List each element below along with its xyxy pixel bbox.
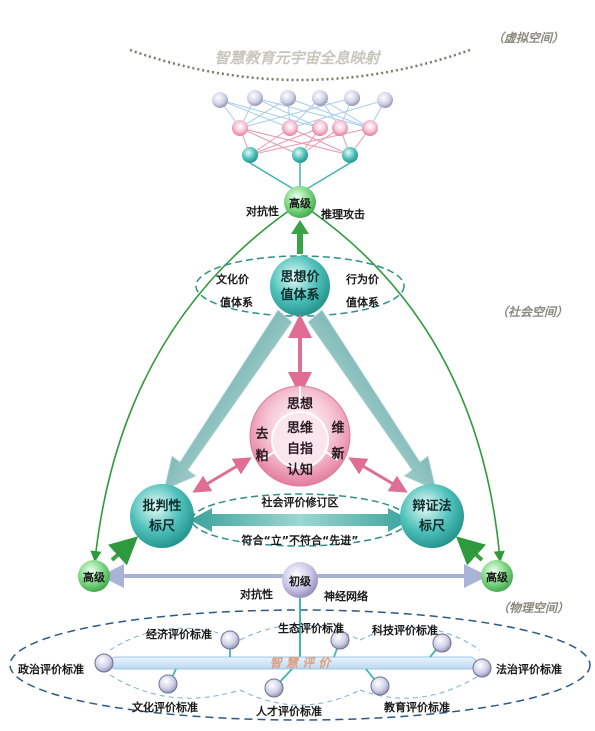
core-inner-line2: 自指 [287,441,313,457]
virtual-space-arc [129,48,471,82]
virtual-space-label: （虚拟空间） [492,31,564,45]
pink-arrow-right [348,457,408,493]
behavior-value-line2: 值体系 [346,295,379,309]
education-standard-label: 教育评价标准 [383,700,450,714]
core-left-line2: 粕 [255,448,268,464]
ideology-value-node [270,256,330,316]
dialectic-scale-node [400,484,464,548]
top-left-label: 对抗性 [246,204,279,218]
primary-level-label: 初级 [289,574,312,588]
green-arrow-right [455,536,486,566]
education-standard-node [370,676,390,696]
bottom-neural-label: 神经网络 [324,589,368,603]
political-standard-label: 政治评价标准 [18,662,84,676]
smart-evaluation-label: 智 慧 评 价 [270,656,333,670]
legal-standard-label: 法治评价标准 [496,662,562,676]
banner-title: 智慧教育元宇宙全息映射 [214,49,382,67]
core-right-line2: 新 [331,446,344,462]
cultural-standard-label: 文化评价标准 [132,700,198,714]
bottom-left-advanced-label: 高级 [83,570,106,584]
top-advanced-label: 高级 [289,196,312,210]
legal-standard-node [472,658,492,678]
culture-value-line2: 值体系 [220,295,253,309]
cultural-standard-node [158,674,178,694]
ecological-standard-node [330,630,350,650]
up-arrow [291,220,309,254]
talent-standard-node [264,678,284,698]
economic-standard-label: 经济评价标准 [146,627,212,641]
social-space-label: （社会空间） [496,305,568,319]
critical-scale-node [130,484,194,548]
critical-scale-line2: 标尺 [148,518,175,534]
dialectic-scale-line1: 辩证法 [412,498,451,514]
economic-standard-node [220,630,240,650]
bottom-right-advanced-node [481,560,513,592]
arc-top-to-right [309,209,505,563]
talent-standard-label: 人才评价标准 [256,704,322,718]
ecological-standard-label: 生态评价标准 [278,621,344,635]
core-left-line1: 去 [255,426,268,442]
behavior-value-line1: 行为价 [345,272,380,286]
core-cognition-circle [249,385,351,487]
core-top-label: 思想 [287,396,313,412]
culture-value-line1: 文化价 [216,272,250,286]
critical-scale-line1: 批判性 [142,498,181,514]
core-inner-line3: 认知 [287,462,313,478]
ideology-value-line2: 值体系 [280,287,319,303]
bottom-adversarial-label: 对抗性 [240,587,273,601]
arrow-value-to-right [307,309,437,491]
conformity-label: 符合“立”不符合“先进” [242,533,359,547]
top-right-label: 推理攻击 [321,207,365,221]
core-inner-line1: 思维 [287,420,313,436]
technology-standard-node [432,633,452,653]
technology-standard-label: 科技评价标准 [372,623,438,637]
arrow-value-to-left [163,309,293,491]
core-right-line1: 维 [331,420,344,436]
ideology-value-line1: 思想价 [280,269,320,285]
dialectic-scale-line2: 标尺 [418,518,445,534]
bottom-left-advanced-node [78,560,110,592]
green-arrow-left [108,536,139,566]
revision-double-arrow [190,508,410,532]
arc-top-to-left [90,209,291,563]
primary-level-node [282,562,318,598]
top-advanced-node [284,186,316,218]
political-standard-node [94,653,114,673]
physical-space-ellipse [9,609,591,721]
revision-zone-label: 社会评价修订区 [261,495,339,509]
physical-space-label: （物理空间） [497,601,569,615]
neural-network-icon [212,90,393,191]
pink-arrow-left [192,457,252,493]
bottom-right-advanced-label: 高级 [486,570,509,584]
